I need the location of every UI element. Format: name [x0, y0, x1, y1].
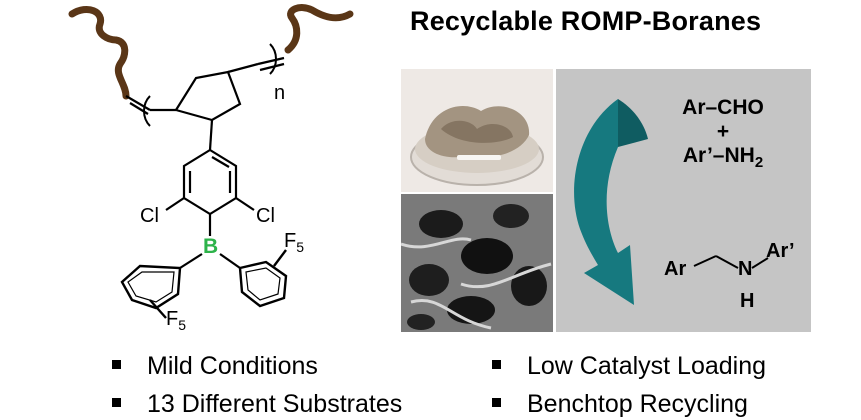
petri-dish-image: [401, 69, 553, 192]
bullet-text: Low Catalyst Loading: [527, 352, 767, 380]
polymer-tail-right: [284, 4, 354, 54]
bracket-left: [143, 95, 151, 127]
f5-bottom-f: F: [166, 308, 179, 330]
backbone: [125, 56, 285, 269]
f5-label-top: F5: [284, 230, 304, 255]
polymer-tail-left: [68, 6, 130, 100]
bracket-right: [269, 43, 277, 75]
chlorine-right: Cl: [256, 205, 275, 227]
amine-sub: 2: [754, 154, 764, 172]
c6f5-ring-right: [238, 249, 288, 308]
figure-title: Recyclable ROMP-Boranes: [410, 6, 762, 36]
product-ar-prime: Ar’: [766, 240, 795, 262]
bullet-substrates: 13 Different Substrates: [112, 390, 402, 419]
reactant-amine: Ar’–NH2: [648, 144, 798, 171]
curved-arrow-icon: [574, 99, 648, 305]
reactant-aldehyde: Ar–CHO: [682, 96, 764, 119]
bullet-mild-conditions: Mild Conditions: [112, 352, 318, 381]
f5-top-sub: 5: [296, 239, 305, 255]
bullet-text: Benchtop Recycling: [527, 390, 748, 418]
product-ar: Ar: [664, 258, 687, 280]
chlorine-left: Cl: [140, 205, 159, 227]
boron-atom: B: [203, 235, 219, 258]
bullet-icon: [112, 397, 121, 407]
product-bonds: [693, 255, 769, 269]
polymer-photo: [401, 69, 555, 192]
bullet-text: Mild Conditions: [147, 352, 318, 380]
bullet-text: 13 Different Substrates: [147, 390, 403, 418]
polymer-structure: [68, 4, 354, 319]
bullet-catalyst-loading: Low Catalyst Loading: [492, 352, 766, 381]
product-h: H: [740, 290, 755, 312]
bullet-icon: [492, 359, 501, 369]
c6f5-ring-left: [120, 264, 182, 319]
bullet-icon: [112, 359, 121, 369]
product-n: N: [738, 258, 753, 280]
f5-top-f: F: [284, 230, 297, 252]
sem-image: [401, 194, 553, 332]
f5-bottom-sub: 5: [178, 317, 187, 333]
plus-sign: +: [716, 120, 730, 143]
bullet-benchtop-recycling: Benchtop Recycling: [492, 390, 748, 419]
f5-label-bottom: F5: [166, 308, 186, 333]
repeat-unit-n: n: [274, 82, 286, 104]
bullet-icon: [492, 397, 501, 407]
amine-main: Ar’–NH: [682, 144, 755, 167]
porous-texture: [401, 194, 553, 332]
